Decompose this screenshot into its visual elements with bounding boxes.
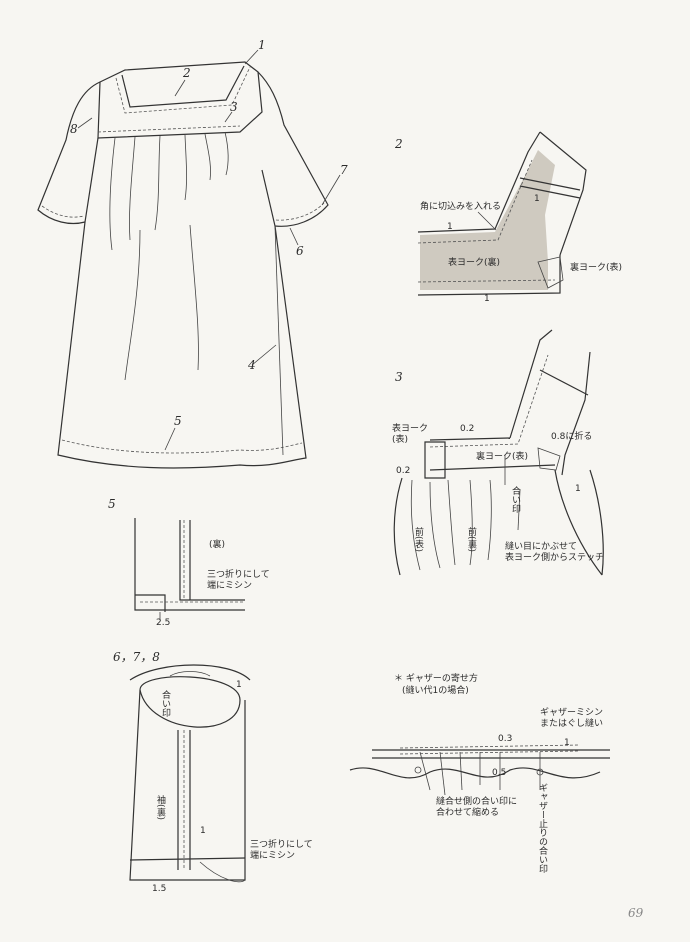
- dim-15: 1.5: [152, 884, 167, 894]
- dress-illustration: [37, 49, 341, 469]
- step678-label: 6，7，8: [113, 650, 160, 664]
- gather-match-note: 縫合せ側の合い印に 合わせて縮める: [436, 797, 518, 818]
- dim-1-gather: 1: [564, 738, 570, 748]
- outer-yoke-label-3: 表ヨーク (表): [392, 424, 429, 445]
- dim-1-678a: 1: [236, 680, 242, 690]
- stitch-note: 縫い目にかぶせて 表ヨーク側からステッチ: [505, 542, 605, 563]
- callout-5: 5: [174, 414, 182, 428]
- step2-illustration: [417, 131, 587, 296]
- step5-illustration: [134, 518, 245, 620]
- dim-02b: 0.2: [396, 466, 411, 476]
- fold-note: 0.8に折る: [551, 432, 593, 442]
- hem-note-5: 三つ折りにして 端にミシン: [207, 570, 270, 591]
- wrong-side-label: (裏): [209, 540, 226, 550]
- callout-3: 3: [230, 100, 238, 114]
- inner-yoke-label-3: 裏ヨーク(表): [476, 452, 529, 462]
- page-number: 69: [628, 906, 644, 920]
- dim-1c: 1: [534, 194, 540, 204]
- callout-6: 6: [296, 244, 304, 258]
- inner-yoke-label: 裏ヨーク(表): [570, 263, 623, 273]
- gather-stop-mark: ギャザー止りの合い印: [537, 783, 547, 873]
- callout-1: 1: [258, 38, 266, 52]
- step2-label: 2: [395, 137, 403, 151]
- match-mark-678: 合い印: [160, 690, 170, 717]
- front-inner-label: 前(裏): [466, 527, 476, 553]
- step3-illustration: [393, 329, 604, 576]
- cut-corner-note: 角に切込みを入れる: [420, 202, 502, 212]
- step5-label: 5: [108, 497, 116, 511]
- dim-05: 0.5: [492, 768, 507, 778]
- step3-label: 3: [395, 370, 403, 384]
- dim-03: 0.3: [498, 734, 513, 744]
- dim-25: 2.5: [156, 618, 171, 628]
- callout-2: 2: [183, 66, 191, 80]
- front-outer-label: 前(表): [413, 527, 423, 553]
- dim-1-678b: 1: [200, 826, 206, 836]
- callout-4: 4: [248, 358, 256, 372]
- step678-illustration: [129, 664, 251, 883]
- gather-machine-note: ギャザーミシン またはぐし縫い: [540, 708, 604, 729]
- dim-1a: 1: [447, 222, 453, 232]
- gather-illustration: [349, 744, 610, 796]
- hem-note-678: 三つ折りにして 端にミシン: [250, 840, 313, 861]
- gather-title: ＊ ギャザーの寄せ方: [394, 674, 478, 684]
- outer-yoke-label: 表ヨーク(裏): [448, 258, 501, 268]
- dim-1-3: 1: [575, 484, 581, 494]
- callout-7: 7: [340, 163, 348, 177]
- dim-02a: 0.2: [460, 424, 475, 434]
- match-mark-3: 合い印: [510, 486, 520, 513]
- gather-subtitle: (縫い代1の場合): [402, 686, 469, 696]
- dim-1b: 1: [484, 294, 490, 304]
- callout-8: 8: [70, 122, 78, 136]
- sleeve-label: 袖(裏): [155, 795, 165, 821]
